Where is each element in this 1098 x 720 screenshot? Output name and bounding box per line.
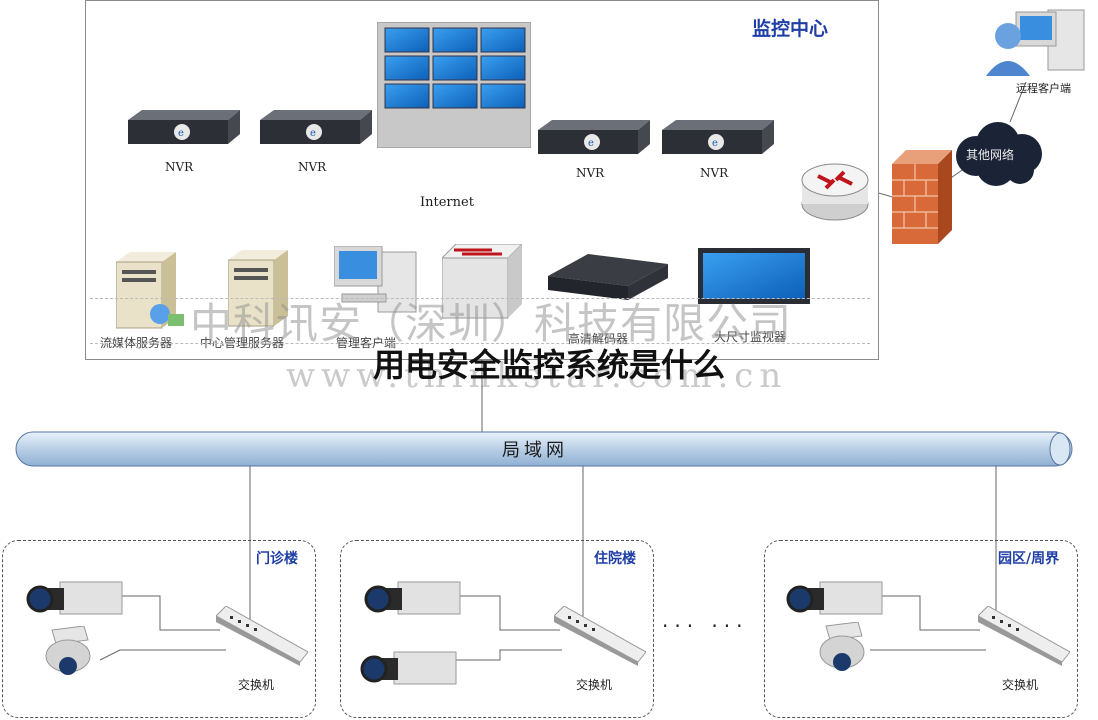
box-camera-icon: [360, 651, 457, 685]
cloud-icon: [956, 122, 1042, 186]
switch-label: 交换机: [238, 678, 275, 692]
svg-text:e: e: [712, 138, 718, 149]
monitor-icon: [698, 248, 810, 304]
remote-client-icon: [986, 9, 1085, 76]
zone-campus: [764, 540, 1078, 718]
switch-core-icon: [442, 244, 522, 319]
monitoring-center-title: 监控中心: [752, 18, 829, 40]
box-camera-icon: [26, 581, 123, 615]
zone-inpatient: [340, 540, 654, 718]
zone-title: 门诊楼: [256, 551, 298, 567]
internet-label: Internet: [420, 195, 474, 210]
nvr-label: NVR: [700, 166, 729, 180]
lan-label: 局域网: [502, 440, 568, 461]
page-title: 用电安全监控系统是什么: [372, 346, 725, 384]
switch-icon: [554, 606, 646, 666]
box-camera-icon: [364, 581, 461, 615]
watermark-band: [90, 298, 870, 344]
switch-icon: [216, 606, 308, 666]
svg-text:e: e: [178, 128, 184, 139]
decoder-label: 高清解码器: [568, 332, 629, 346]
remote-client-label: 远程客户端: [1016, 82, 1071, 95]
nvr-label: NVR: [298, 160, 327, 174]
monitor-label: 大尺寸监视器: [714, 330, 787, 344]
watermark-company: 中科讯安（深圳）科技有限公司: [190, 299, 793, 348]
stream-server-icon: [116, 252, 184, 329]
other-network-label: 其他网络: [966, 148, 1015, 162]
zone-outpatient: [2, 540, 316, 718]
switch-label: 交换机: [576, 678, 613, 692]
watermark-url: www.thinkstar.com.cn: [286, 356, 788, 396]
decoder-icon: [548, 254, 668, 300]
switch-icon: [978, 606, 1070, 666]
switch-label: 交换机: [1002, 678, 1039, 692]
dome-camera-icon: [819, 622, 865, 671]
more-zones-ellipsis: ··· ···: [662, 614, 749, 638]
svg-text:e: e: [310, 128, 316, 139]
nvr-icon: e: [260, 110, 372, 144]
router-icon: [801, 163, 869, 221]
zone-title: 园区/周界: [998, 551, 1060, 567]
zone-title: 住院楼: [594, 551, 636, 567]
mgmt-server-icon: [228, 250, 288, 327]
dome-camera-icon: [45, 626, 91, 675]
nvr-label: NVR: [165, 160, 194, 174]
video-wall-icon: [377, 22, 531, 148]
nvr-icon: e: [128, 110, 240, 144]
nvr-icon: e: [538, 120, 650, 154]
firewall-icon: [892, 150, 952, 244]
nvr-label: NVR: [576, 166, 605, 180]
box-camera-icon: [786, 581, 883, 615]
nvr-icon: e: [662, 120, 774, 154]
svg-text:e: e: [588, 138, 594, 149]
